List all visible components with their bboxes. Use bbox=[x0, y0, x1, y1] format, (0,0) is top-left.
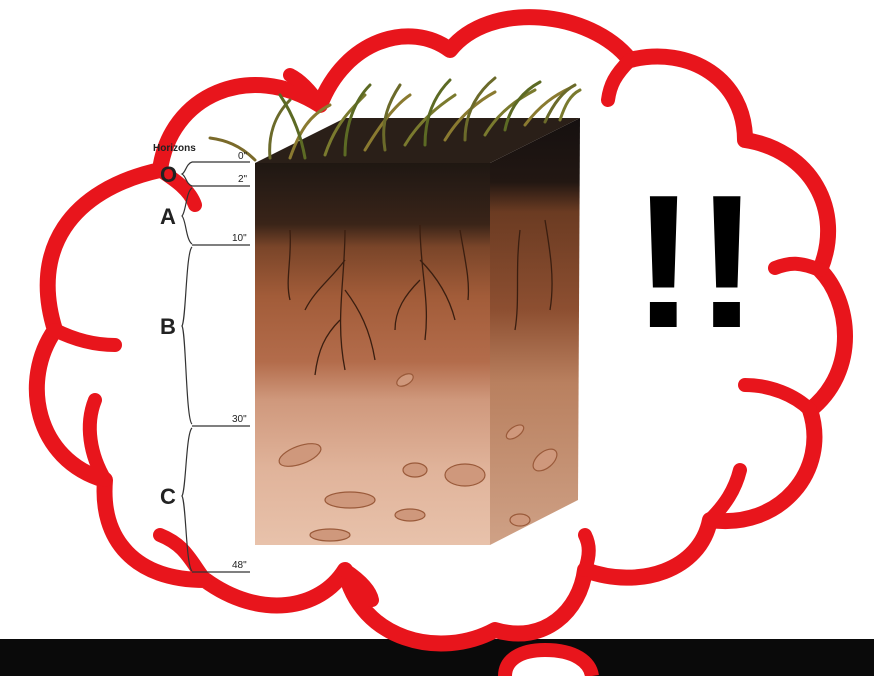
soil-front-face bbox=[255, 163, 490, 545]
soil-side-face bbox=[490, 118, 580, 545]
depth-label-48: 48" bbox=[232, 560, 247, 571]
depth-label-0: 0" bbox=[238, 151, 248, 162]
cloud-inner-stroke bbox=[585, 535, 589, 570]
horizon-label-o: O bbox=[160, 162, 177, 187]
horizon-label-a: A bbox=[160, 204, 176, 229]
thought-bubble-small bbox=[505, 650, 592, 676]
depth-label-2: 2" bbox=[238, 174, 248, 185]
depth-label-30: 30" bbox=[232, 414, 247, 425]
horizon-label-b: B bbox=[160, 314, 176, 339]
horizon-label-c: C bbox=[160, 484, 176, 509]
depth-label-10: 10" bbox=[232, 233, 247, 244]
horizons-title: Horizons bbox=[153, 143, 196, 154]
exclamation-marks: !! bbox=[632, 156, 759, 368]
cloud-inner-stroke bbox=[775, 264, 820, 270]
